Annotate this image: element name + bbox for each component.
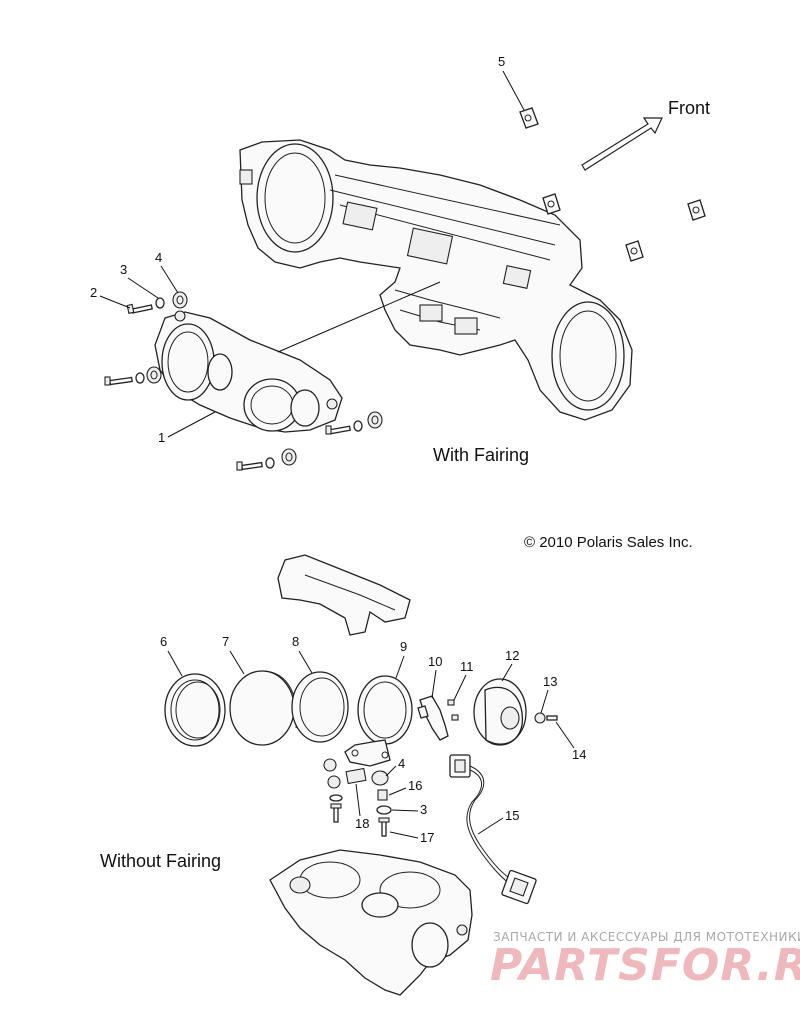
speed-nut xyxy=(687,199,706,221)
leader-18 xyxy=(355,783,361,817)
assembly-leader xyxy=(277,281,441,353)
callout-7: 7 xyxy=(222,634,229,649)
grommet xyxy=(327,775,341,789)
leader-3 xyxy=(127,277,159,299)
washer xyxy=(135,372,145,384)
gauge-lens xyxy=(229,670,298,746)
washer xyxy=(265,457,275,469)
callout-8: 8 xyxy=(292,634,299,649)
speed-nut xyxy=(542,193,561,215)
callout-14: 14 xyxy=(572,747,586,762)
leader-9 xyxy=(395,655,405,679)
screw xyxy=(236,461,263,471)
leader-5 xyxy=(502,70,525,111)
gauge-support-bracket xyxy=(417,695,449,741)
washer xyxy=(353,420,363,432)
gauge-trim-ring xyxy=(164,673,226,747)
washer xyxy=(376,805,392,815)
gauge-mount-ring-bracket xyxy=(344,675,413,767)
callout-4: 4 xyxy=(155,250,162,265)
grommet xyxy=(146,366,162,384)
callout-18: 18 xyxy=(355,816,369,831)
copyright-text: © 2010 Polaris Sales Inc. xyxy=(524,534,693,551)
gauge-gasket-ring xyxy=(291,671,349,743)
nut xyxy=(534,712,546,724)
leader-2 xyxy=(99,295,131,309)
leader-14 xyxy=(555,721,575,749)
leader-8 xyxy=(298,650,313,674)
callout-13: 13 xyxy=(543,674,557,689)
leader-7 xyxy=(229,650,245,675)
leader-12 xyxy=(501,663,513,682)
leader-4 xyxy=(160,265,179,294)
grommet xyxy=(281,448,297,466)
leader-10 xyxy=(431,669,437,699)
callout-1: 1 xyxy=(158,430,165,445)
callout-4-b: 4 xyxy=(398,756,405,771)
gauge-housing xyxy=(473,678,527,746)
leader-16 xyxy=(388,787,407,796)
leader-15 xyxy=(477,817,504,835)
callout-15: 15 xyxy=(505,808,519,823)
grommet xyxy=(172,291,188,309)
without-fairing-caption: Without Fairing xyxy=(100,851,221,871)
callout-5: 5 xyxy=(498,54,505,69)
callout-17: 17 xyxy=(420,830,434,845)
screw xyxy=(325,425,351,435)
front-label: Front xyxy=(668,98,710,118)
leader-11 xyxy=(453,674,467,701)
screw xyxy=(378,817,390,837)
grommet xyxy=(323,758,337,772)
screw xyxy=(126,303,153,314)
leader-1 xyxy=(167,411,216,438)
spacer-clamp xyxy=(345,767,367,785)
clip xyxy=(451,714,459,721)
lower-triple-clamp xyxy=(269,849,473,996)
spacer xyxy=(377,789,388,801)
leader-6 xyxy=(167,650,183,677)
handlebar-upper-clamp xyxy=(277,554,411,636)
screw xyxy=(330,803,342,823)
leader-4-b xyxy=(385,765,397,777)
watermark-tagline: ЗАПЧАСТИ И АКСЕССУАРЫ ДЛЯ МОТОТЕХНИКИ xyxy=(493,930,800,944)
clip xyxy=(447,699,455,706)
callout-2: 2 xyxy=(90,285,97,300)
washer xyxy=(329,794,343,802)
grommet xyxy=(371,770,389,786)
instrument-cluster xyxy=(154,310,343,433)
callout-9: 9 xyxy=(400,639,407,654)
leader-17 xyxy=(389,831,419,839)
wire-harness xyxy=(449,754,537,905)
front-direction-arrow xyxy=(581,117,663,171)
speed-nut xyxy=(625,240,644,262)
screw xyxy=(546,715,558,721)
callout-3: 3 xyxy=(120,262,127,277)
callout-16: 16 xyxy=(408,778,422,793)
grommet xyxy=(367,411,383,429)
washer xyxy=(155,297,165,309)
callout-6: 6 xyxy=(160,634,167,649)
speed-nut xyxy=(519,107,539,129)
with-fairing-caption: With Fairing xyxy=(433,445,529,465)
callout-11: 11 xyxy=(460,659,474,674)
callout-10: 10 xyxy=(428,654,442,669)
callout-3-b: 3 xyxy=(420,802,427,817)
leader-13 xyxy=(540,689,549,714)
watermark-logo: PARTSFOR.RU xyxy=(490,940,800,991)
screw xyxy=(104,376,133,386)
dash-mounting-bracket xyxy=(239,139,633,421)
callout-12: 12 xyxy=(505,648,519,663)
leader-3-b xyxy=(391,809,419,812)
